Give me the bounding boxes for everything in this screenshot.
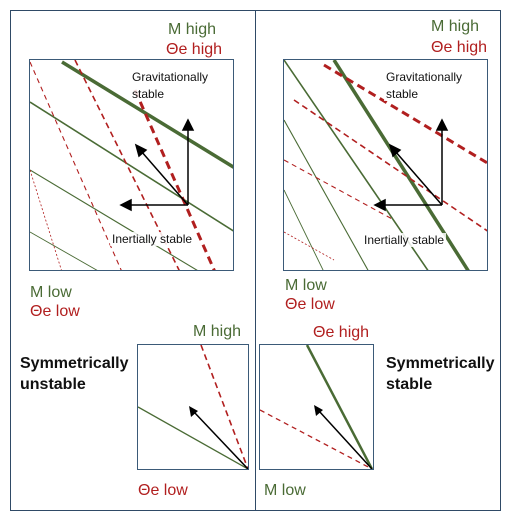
- arrow-diag-head: [314, 405, 323, 416]
- arrows: [373, 118, 449, 212]
- theta-line: [200, 345, 248, 469]
- theta-line-4: [30, 169, 62, 270]
- grav-stable-label-line1: Gravitationally: [130, 70, 211, 84]
- bottom-right-m-low-label: M low: [264, 482, 306, 499]
- bottom-right-diagram-svg: [260, 345, 373, 469]
- arrow-up-head: [181, 118, 195, 131]
- m-line: [305, 345, 373, 469]
- top-left-m-high-label: M high: [168, 21, 217, 38]
- top-right-theta-low-label: Θe low: [285, 296, 335, 313]
- m-line-3: [284, 119, 369, 270]
- inert-stable-label: Inertially stable: [362, 233, 447, 247]
- inert-stable-label: Inertially stable: [110, 232, 195, 246]
- bottom-left-diagram-svg: [138, 345, 248, 469]
- arrow-diag-head: [388, 143, 402, 158]
- theta-line-3: [30, 61, 122, 270]
- top-left-diagram: Gravitationally stable Inertially stable: [29, 59, 234, 271]
- m-line-4: [30, 231, 98, 270]
- arrow-diag: [140, 150, 189, 206]
- bottom-left-theta-low-label: Θe low: [138, 482, 188, 499]
- sym-stable-label-line1: Symmetrically: [386, 355, 495, 372]
- theta-line: [260, 409, 373, 469]
- top-left-diagram-svg: [30, 60, 233, 270]
- m-line-2: [30, 101, 233, 232]
- arrow-diag: [193, 411, 248, 469]
- sym-unstable-label-line1: Symmetrically: [20, 355, 129, 372]
- bottom-right-theta-high-label: Θe high: [313, 324, 370, 341]
- m-line: [138, 406, 248, 469]
- m-line-3: [30, 169, 198, 270]
- theta-line-1: [323, 63, 487, 165]
- theta-line-4: [284, 231, 335, 261]
- bottom-right-diagram: [259, 344, 374, 470]
- top-left-theta-low-label: Θe low: [30, 303, 80, 320]
- arrow-diag-head: [189, 406, 198, 417]
- arrow-diag-head: [134, 143, 148, 158]
- arrow-left-head: [373, 198, 386, 212]
- sym-unstable-label-line2: unstable: [20, 376, 86, 393]
- theta-line-2: [293, 99, 487, 232]
- arrow-up-head: [435, 118, 449, 131]
- m-line-1: [61, 60, 233, 169]
- top-right-diagram-svg: [284, 60, 487, 270]
- top-right-diagram: Gravitationally stable Inertially stable: [283, 59, 488, 271]
- arrows: [119, 118, 195, 212]
- top-right-m-high-label: M high: [431, 18, 480, 35]
- top-left-m-low-label: M low: [30, 284, 72, 301]
- sym-stable-label-line2: stable: [386, 376, 433, 393]
- grav-stable-label-line2: stable: [384, 87, 421, 101]
- right-panel-frame: [255, 10, 501, 511]
- bottom-left-m-high-label: M high: [193, 323, 242, 340]
- theta-line-1: [133, 89, 216, 270]
- theta-lines: [30, 60, 216, 270]
- top-left-theta-high-label: Θe high: [166, 41, 223, 58]
- bottom-left-diagram: [137, 344, 249, 470]
- m-line-1: [332, 60, 470, 270]
- arrow-diag: [394, 150, 443, 206]
- theta-lines: [284, 63, 487, 261]
- grav-stable-label-line2: stable: [130, 87, 167, 101]
- grav-stable-label-line1: Gravitationally: [384, 70, 465, 84]
- arrow-left-head: [119, 198, 132, 212]
- top-right-theta-high-label: Θe high: [431, 39, 488, 56]
- m-lines: [30, 60, 233, 270]
- m-line-4: [284, 189, 324, 270]
- theta-line-3: [284, 159, 395, 221]
- arrow-diag: [318, 410, 373, 469]
- top-right-m-low-label: M low: [285, 277, 327, 294]
